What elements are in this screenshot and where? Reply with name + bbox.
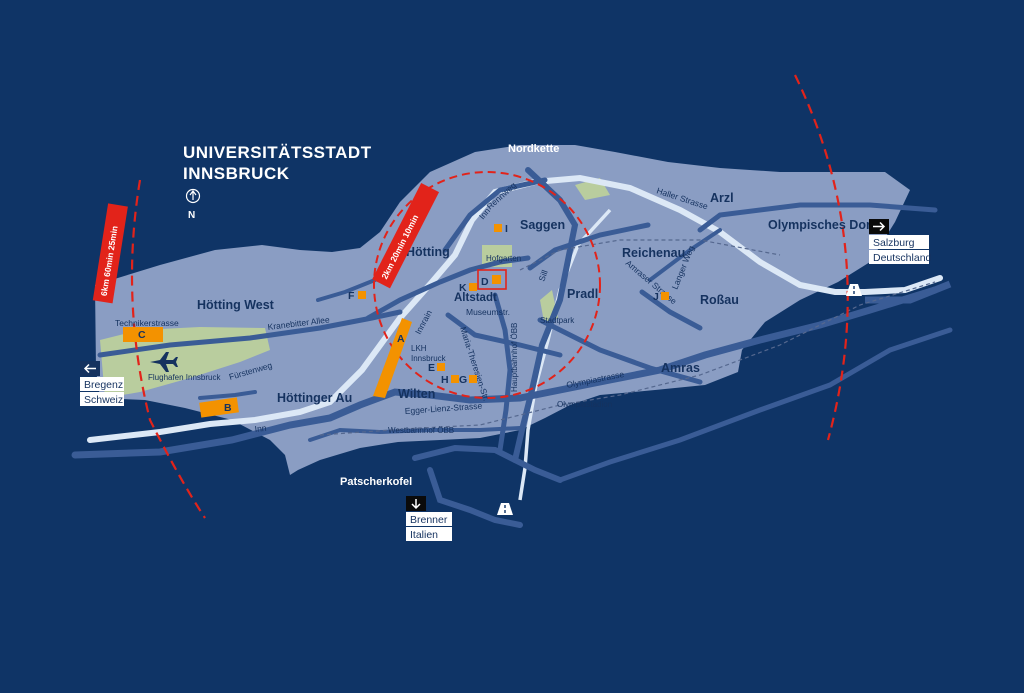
destination-east: Salzburg Deutschland <box>869 219 932 264</box>
badge-2km-background <box>372 183 440 289</box>
westbahnhof-label: Westbahnhof ÖBB <box>388 426 454 435</box>
district-altstadt: Altstadt <box>454 292 497 304</box>
district-pradl: Pradl <box>567 287 598 301</box>
arrow-left-icon <box>83 363 96 374</box>
location-h-marker <box>451 375 459 383</box>
destination-salzburg: Salzburg <box>873 237 915 249</box>
north-arrow-icon <box>185 188 201 204</box>
destination-brenner-box <box>406 512 452 526</box>
road-network <box>71 167 953 528</box>
railway-line <box>319 281 936 436</box>
location-e-letter: E <box>428 362 435 374</box>
location-i-letter: I <box>505 223 508 235</box>
olympiastadion-label: Olympiastadion <box>557 400 612 409</box>
badge-6km-background <box>92 203 128 304</box>
location-j-marker <box>661 292 669 300</box>
destination-brenner: Brenner <box>410 514 448 526</box>
stadtpark-label: Stadtpark <box>540 316 575 325</box>
radius-2km-circle <box>373 171 601 399</box>
location-c-marker <box>123 327 163 342</box>
location-k-marker <box>469 283 477 291</box>
location-d-fill <box>492 275 501 284</box>
hauptbahnhof-label: Hauptbahnhof ÖBB <box>510 323 519 392</box>
city-title-line2: INNSBRUCK <box>183 164 290 183</box>
river-label-sill: Sill <box>536 269 549 283</box>
location-g-letter: G <box>459 374 467 386</box>
mountain-patscherkofel: Patscherkofel <box>340 476 412 488</box>
destination-south: Brenner Italien <box>406 496 452 541</box>
location-c-letter: C <box>138 329 146 341</box>
location-h-letter: H <box>441 374 449 386</box>
district-reichenau: Reichenau <box>622 246 685 260</box>
location-i-marker <box>494 224 502 232</box>
location-a-marker <box>373 318 412 398</box>
district-saggen: Saggen <box>520 218 565 232</box>
location-f-letter: F <box>348 290 355 302</box>
destination-deutschland-box <box>869 250 929 264</box>
destination-deutschland: Deutschland <box>873 252 932 264</box>
hofgarten-label: Hofgarten <box>486 254 521 263</box>
district-hoettinger-au: Höttinger Au <box>277 391 352 405</box>
location-g-marker <box>469 375 477 383</box>
location-b-letter: B <box>224 402 232 414</box>
river-sill <box>518 208 612 501</box>
destination-schweiz-box <box>80 392 124 406</box>
destination-west: Bregenz Schweiz <box>80 361 124 406</box>
river-label-inn-west: Inn <box>254 423 267 434</box>
street-museumstr: Museumstr. <box>466 307 510 317</box>
district-wilten: Wilten <box>398 387 435 401</box>
airplane-icon <box>150 352 178 372</box>
location-e-marker <box>437 363 445 371</box>
district-rossau: Roßau <box>700 293 739 307</box>
north-arrow-shape <box>189 190 197 200</box>
destination-bregenz: Bregenz <box>84 379 123 391</box>
highway-icon-east <box>846 284 862 296</box>
lkh-label-1: LKH <box>411 344 427 353</box>
location-a-letter: A <box>397 333 405 345</box>
arrow-right-icon <box>873 221 886 232</box>
location-k-letter: K <box>459 282 467 294</box>
district-arzl: Arzl <box>710 191 734 205</box>
destination-bregenz-box <box>80 377 124 391</box>
street-technikerstrasse: Technikerstrasse <box>115 318 179 328</box>
destination-salzburg-box <box>869 235 929 249</box>
lkh-label-2: Innsbruck <box>411 354 447 363</box>
mountain-nordkette: Nordkette <box>508 143 559 155</box>
highway-icon-south <box>497 503 513 515</box>
location-f-marker <box>358 291 366 299</box>
district-olympisches-dorf: Olympisches Dorf <box>768 218 876 232</box>
location-j-letter: J <box>653 291 659 303</box>
district-amras: Amras <box>661 361 700 375</box>
railway-line-north <box>519 239 781 271</box>
district-hoetting-west: Hötting West <box>197 298 275 312</box>
destination-schweiz: Schweiz <box>84 394 123 406</box>
north-label: N <box>188 210 195 221</box>
arrow-down-icon <box>411 499 421 510</box>
radius-6km-east <box>794 74 849 441</box>
destination-italien-box <box>406 527 452 541</box>
district-hoetting: Hötting <box>406 245 450 259</box>
destination-italien: Italien <box>410 529 438 541</box>
airport-label: Flughafen Innsbruck <box>148 373 221 382</box>
location-d-letter: D <box>481 276 489 288</box>
location-b-marker <box>199 397 239 418</box>
city-title-line1: UNIVERSITÄTSSTADT <box>183 143 372 162</box>
